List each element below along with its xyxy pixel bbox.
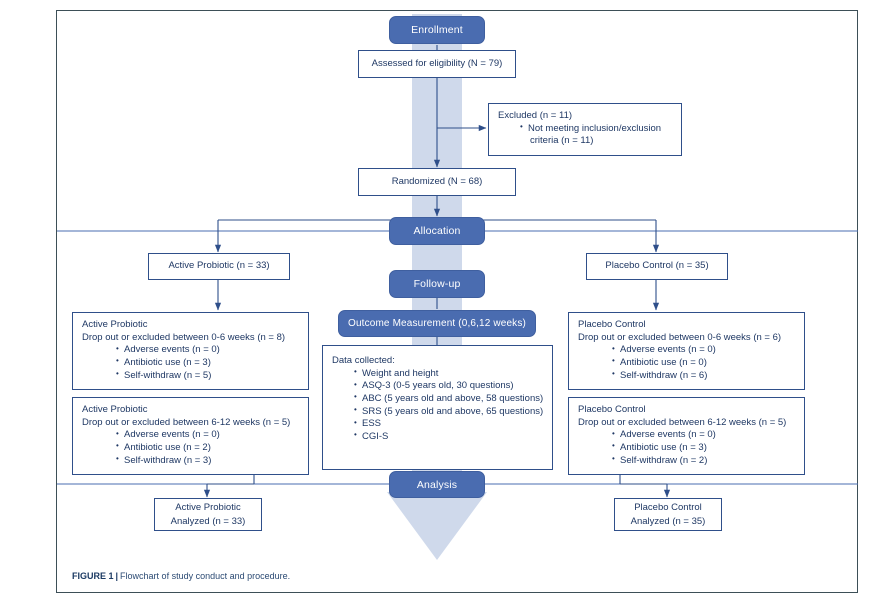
list-item: Adverse events (n = 0) xyxy=(612,344,796,357)
list-item: Antibiotic use (n = 3) xyxy=(612,441,796,455)
node-placebo-dropout-6-12-weeks[interactable]: Placebo Control Drop out or excluded bet… xyxy=(568,397,805,475)
list-item: Antibiotic use (n = 0) xyxy=(612,356,796,370)
list-item: Adverse events (n = 0) xyxy=(116,429,300,442)
node-placebo-control-arm[interactable]: Placebo Control (n = 35) xyxy=(586,253,728,280)
figure-caption: FIGURE 1|Flowchart of study conduct and … xyxy=(72,571,290,581)
list-item: Weight and height xyxy=(354,367,544,381)
node-active-dropout-0-6-weeks[interactable]: Active Probiotic Drop out or excluded be… xyxy=(72,312,309,390)
list-item: Self-withdraw (n = 5) xyxy=(116,369,300,383)
node-active-analyzed[interactable]: Active Probiotic Analyzed (n = 33) xyxy=(154,498,262,531)
placebo-analyzed-text: Placebo Control Analyzed (n = 35) xyxy=(631,501,706,529)
active-drop-0-6-bullet-list: Adverse events (n = 0) Antibiotic use (n… xyxy=(82,344,300,382)
node-assessed-for-eligibility[interactable]: Assessed for eligibility (N = 79) xyxy=(358,50,516,78)
active-analyzed-text: Active Probiotic Analyzed (n = 33) xyxy=(171,501,246,529)
node-excluded[interactable]: Excluded (n = 11) Not meeting inclusion/… xyxy=(488,103,682,156)
active-arm-label: Active Probiotic (n = 33) xyxy=(168,260,270,272)
stage-analysis[interactable]: Analysis xyxy=(389,471,485,498)
active-drop-6-12-bullet-list: Adverse events (n = 0) Antibiotic use (n… xyxy=(82,429,300,467)
active-drop-6-12-subtitle: Drop out or excluded between 6-12 weeks … xyxy=(82,416,291,428)
list-item: ESS xyxy=(354,418,544,431)
placebo-analyzed-line2: Analyzed (n = 35) xyxy=(630,515,706,527)
stage-allocation[interactable]: Allocation xyxy=(389,217,485,245)
active-drop-0-6-subtitle: Drop out or excluded between 0-6 weeks (… xyxy=(82,331,286,343)
placebo-drop-6-12-bullet-list: Adverse events (n = 0) Antibiotic use (n… xyxy=(578,429,796,467)
placebo-drop-0-6-bullet-list: Adverse events (n = 0) Antibiotic use (n… xyxy=(578,344,796,382)
page-border xyxy=(56,10,858,593)
placebo-arm-label: Placebo Control (n = 35) xyxy=(605,260,709,272)
placebo-analyzed-line1: Placebo Control xyxy=(634,501,702,513)
assessed-label: Assessed for eligibility (N = 79) xyxy=(371,57,503,69)
randomized-label: Randomized (N = 68) xyxy=(391,175,483,187)
excluded-title: Excluded (n = 11) xyxy=(498,110,573,121)
list-item: Antibiotic use (n = 3) xyxy=(116,356,300,370)
placebo-drop-0-6-subtitle: Drop out or excluded between 0-6 weeks (… xyxy=(578,331,782,343)
stage-outcome-measurement[interactable]: Outcome Measurement (0,6,12 weeks) xyxy=(338,310,536,337)
node-randomized[interactable]: Randomized (N = 68) xyxy=(358,168,516,196)
stage-followup[interactable]: Follow-up xyxy=(389,270,485,298)
node-active-dropout-6-12-weeks[interactable]: Active Probiotic Drop out or excluded be… xyxy=(72,397,309,475)
placebo-drop-6-12-title: Placebo Control xyxy=(578,404,646,415)
placebo-drop-6-12-subtitle: Drop out or excluded between 6-12 weeks … xyxy=(578,416,787,428)
list-item: ASQ-3 (0-5 years old, 30 questions) xyxy=(354,380,544,393)
figure-label: FIGURE 1 xyxy=(72,571,114,581)
list-item: Self-withdraw (n = 2) xyxy=(612,454,796,468)
data-collected-bullet-list: Weight and height ASQ-3 (0-5 years old, … xyxy=(332,367,544,444)
list-item: Adverse events (n = 0) xyxy=(116,344,300,357)
node-placebo-analyzed[interactable]: Placebo Control Analyzed (n = 35) xyxy=(614,498,722,531)
list-item: Self-withdraw (n = 6) xyxy=(612,369,796,383)
node-active-probiotic-arm[interactable]: Active Probiotic (n = 33) xyxy=(148,253,290,280)
list-item: ABC (5 years old and above, 58 questions… xyxy=(354,392,544,406)
placebo-drop-0-6-title: Placebo Control xyxy=(578,319,646,330)
list-item: CGI-S xyxy=(354,430,544,444)
stage-enrollment[interactable]: Enrollment xyxy=(389,16,485,44)
list-item: SRS (5 years old and above, 65 questions… xyxy=(354,405,544,419)
list-item: Adverse events (n = 0) xyxy=(612,429,796,442)
list-item: Antibiotic use (n = 2) xyxy=(116,441,300,455)
node-placebo-dropout-0-6-weeks[interactable]: Placebo Control Drop out or excluded bet… xyxy=(568,312,805,390)
list-item: Not meeting inclusion/exclusioncriteria … xyxy=(520,122,673,148)
active-analyzed-line2: Analyzed (n = 33) xyxy=(170,515,246,527)
figure-separator: | xyxy=(115,571,119,581)
figure-caption-text: Flowchart of study conduct and procedure… xyxy=(120,571,291,581)
node-data-collected[interactable]: Data collected: Weight and height ASQ-3 … xyxy=(322,345,553,470)
active-drop-6-12-title: Active Probiotic xyxy=(82,404,148,415)
excluded-bullet-list: Not meeting inclusion/exclusioncriteria … xyxy=(498,122,673,148)
list-item: Self-withdraw (n = 3) xyxy=(116,454,300,468)
active-drop-0-6-title: Active Probiotic xyxy=(82,319,148,330)
active-analyzed-line1: Active Probiotic xyxy=(175,501,241,513)
data-collected-title: Data collected: xyxy=(332,355,395,366)
